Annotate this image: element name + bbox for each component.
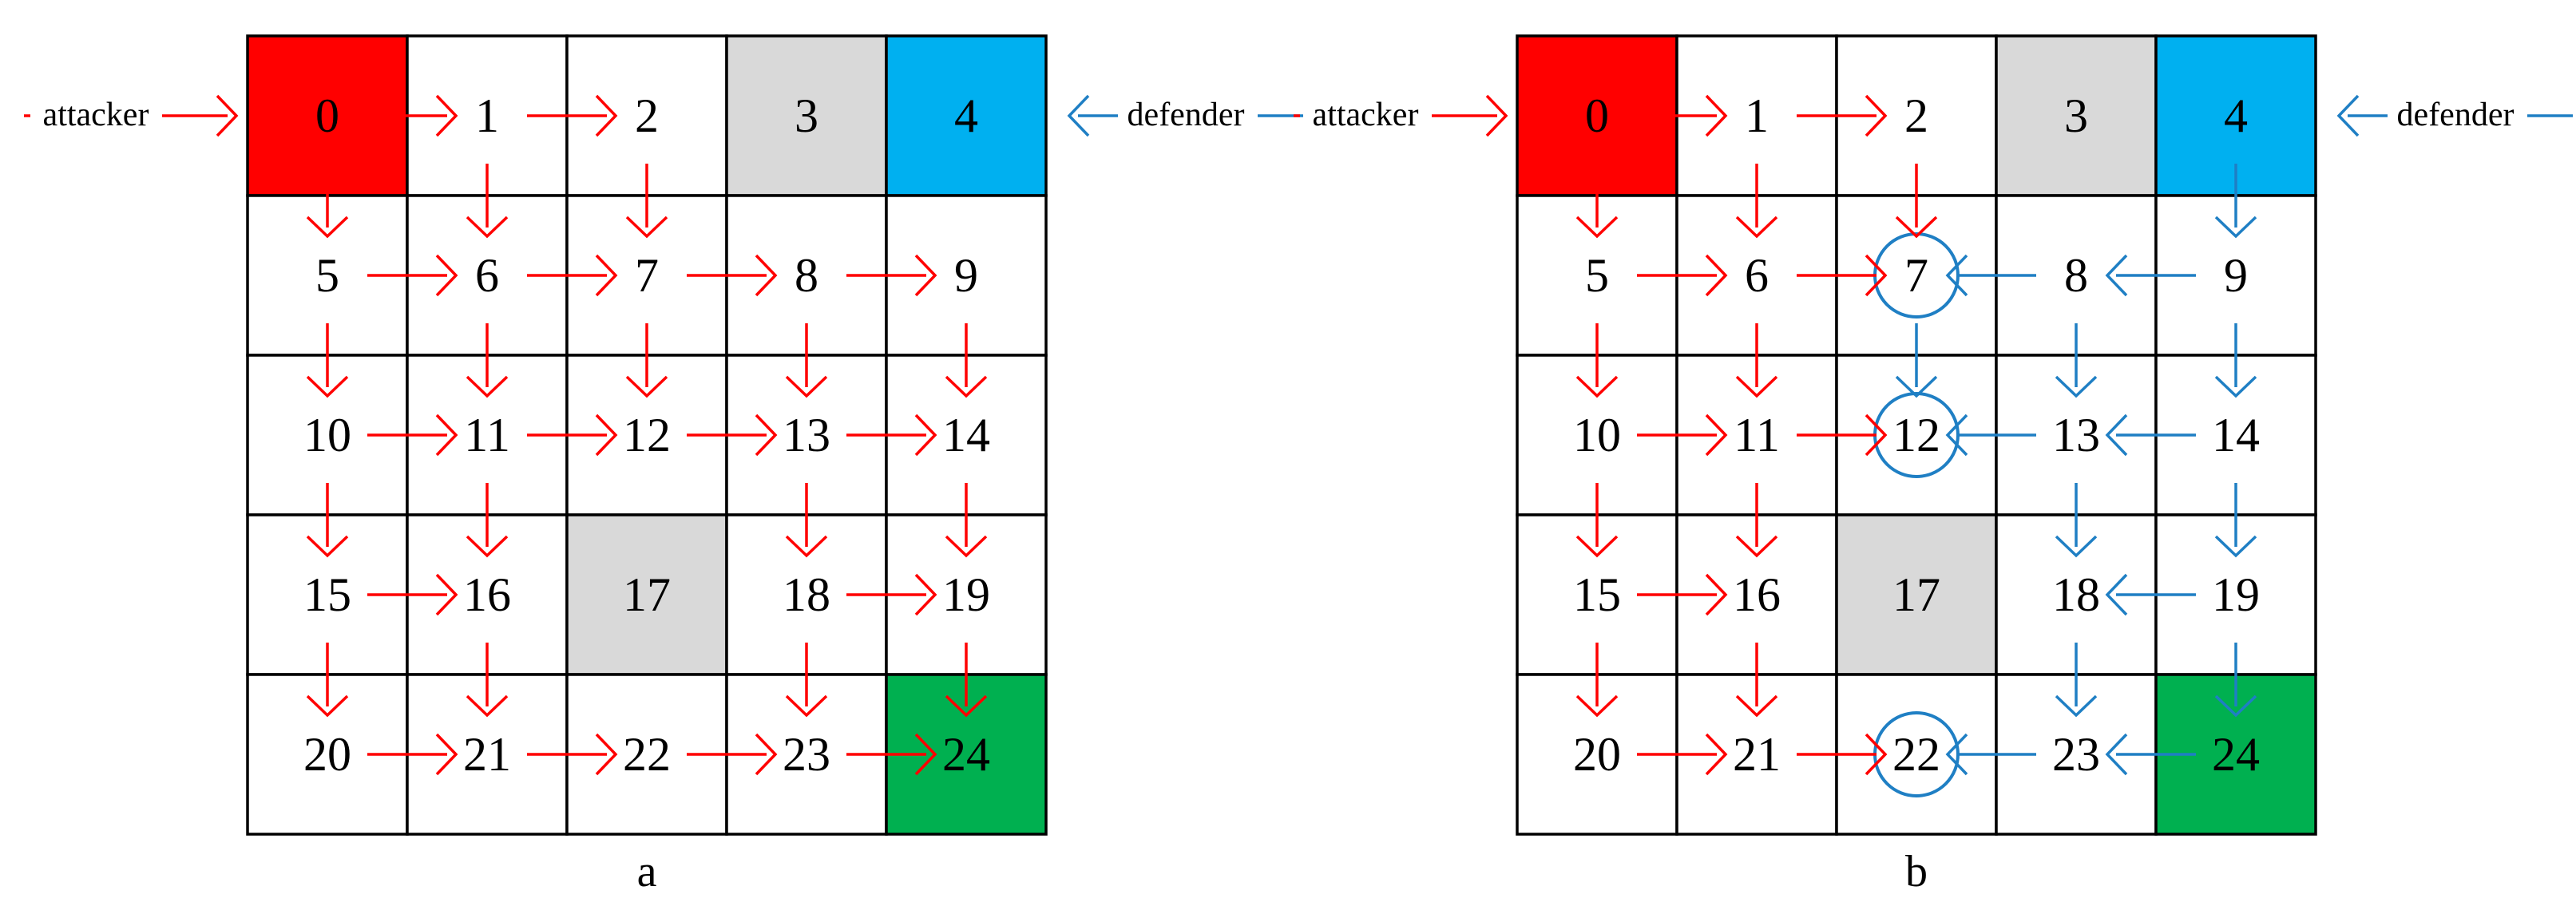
cell-number: 12 xyxy=(623,409,671,461)
attacker-label: attacker xyxy=(43,97,149,133)
cell-number: 12 xyxy=(1892,409,1940,461)
cell-number: 3 xyxy=(795,89,818,142)
cell-number: 7 xyxy=(1904,249,1928,302)
cell-number: 5 xyxy=(315,249,339,302)
cell-number: 14 xyxy=(942,409,990,461)
cell-number: 0 xyxy=(1585,89,1609,142)
cell-number: 8 xyxy=(2064,249,2088,302)
cell-number: 1 xyxy=(475,89,499,142)
cell-number: 23 xyxy=(783,728,830,781)
defender-label: defender xyxy=(2397,97,2515,133)
cell-number: 22 xyxy=(1892,728,1940,781)
cell-number: 18 xyxy=(783,568,830,621)
cell-number: 20 xyxy=(303,728,351,781)
cell-number: 20 xyxy=(1573,728,1621,781)
cell-number: 11 xyxy=(464,409,510,461)
cell-number: 9 xyxy=(2224,249,2248,302)
cell-number: 7 xyxy=(635,249,659,302)
cell-number: 6 xyxy=(1745,249,1769,302)
cell-number: 4 xyxy=(954,89,978,142)
cell-number: 16 xyxy=(1733,568,1781,621)
cell-number: 10 xyxy=(303,409,351,461)
panel-caption: a xyxy=(637,847,657,896)
grid-cell-4 xyxy=(2154,34,2317,197)
cell-number: 22 xyxy=(623,728,671,781)
cell-number: 17 xyxy=(1892,568,1940,621)
cell-number: 23 xyxy=(2052,728,2100,781)
cell-number: 15 xyxy=(1573,568,1621,621)
cell-number: 14 xyxy=(2212,409,2260,461)
attacker-label: attacker xyxy=(1313,97,1419,133)
cell-number: 5 xyxy=(1585,249,1609,302)
cell-number: 24 xyxy=(942,728,990,781)
cell-number: 11 xyxy=(1734,409,1780,461)
cell-number: 1 xyxy=(1745,89,1769,142)
cell-number: 13 xyxy=(2052,409,2100,461)
cell-number: 6 xyxy=(475,249,499,302)
cell-number: 4 xyxy=(2224,89,2248,142)
panel-caption: b xyxy=(1905,847,1928,896)
cell-number: 3 xyxy=(2064,89,2088,142)
cell-number: 18 xyxy=(2052,568,2100,621)
defender-label: defender xyxy=(1127,97,1245,133)
cell-number: 21 xyxy=(1733,728,1781,781)
grid-cell-17 xyxy=(1835,513,1998,676)
grid-cell-17 xyxy=(565,513,728,676)
cell-number: 13 xyxy=(783,409,830,461)
cell-number: 15 xyxy=(303,568,351,621)
cell-number: 10 xyxy=(1573,409,1621,461)
cell-number: 17 xyxy=(623,568,671,621)
cell-number: 0 xyxy=(315,89,339,142)
cell-number: 2 xyxy=(635,89,659,142)
cell-number: 8 xyxy=(795,249,818,302)
cell-number: 19 xyxy=(2212,568,2260,621)
cell-number: 21 xyxy=(463,728,511,781)
cell-number: 9 xyxy=(954,249,978,302)
cell-number: 24 xyxy=(2212,728,2260,781)
cell-number: 19 xyxy=(942,568,990,621)
cell-number: 16 xyxy=(463,568,511,621)
cell-number: 2 xyxy=(1904,89,1928,142)
